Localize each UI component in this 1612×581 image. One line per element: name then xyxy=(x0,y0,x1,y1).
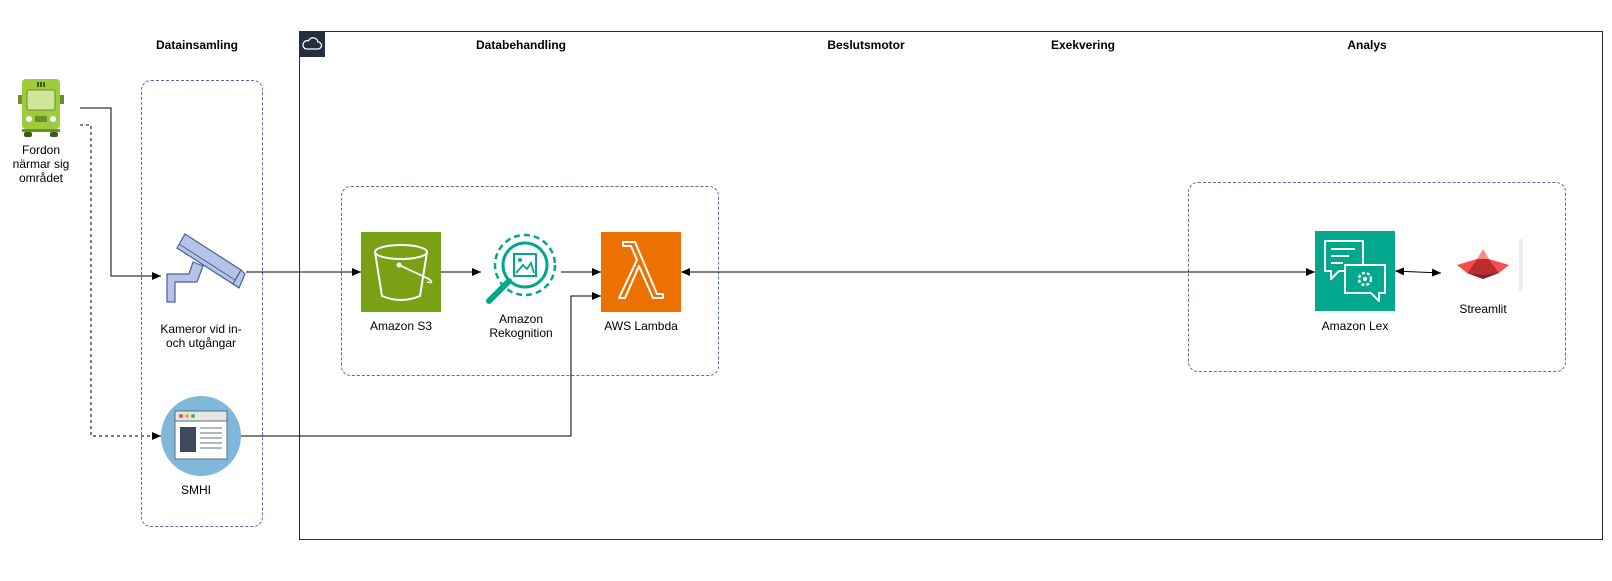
analys-group xyxy=(1188,182,1566,372)
truck-icon xyxy=(18,79,64,137)
header-exekvering: Exekvering xyxy=(1050,38,1116,52)
rekognition-magnifier-icon xyxy=(481,231,561,311)
streamlit-logo-icon xyxy=(1443,239,1523,291)
smhi-label: SMHI xyxy=(181,483,211,497)
s3-bucket-icon xyxy=(361,232,441,312)
lex-chat-icon xyxy=(1315,231,1395,311)
edge-smhi-lambda xyxy=(241,292,601,437)
lex-label: Amazon Lex xyxy=(1321,319,1389,333)
header-databehandling: Databehandling xyxy=(475,38,567,52)
edge-vehicle-camera xyxy=(80,107,161,280)
security-camera-icon xyxy=(163,230,247,314)
camera-label: Kameror vid in- och utgångar xyxy=(160,322,242,350)
edge-vehicle-smhi xyxy=(80,124,161,440)
aws-cloud-container xyxy=(299,31,1603,540)
header-analys: Analys xyxy=(1347,38,1387,52)
s3-label: Amazon S3 xyxy=(369,319,433,333)
browser-window-icon xyxy=(161,396,241,476)
vehicle-label: Fordon närmar sig området xyxy=(12,143,70,185)
streamlit-label: Streamlit xyxy=(1459,302,1507,316)
edge-lex-streamlit xyxy=(1394,267,1442,277)
header-datainsamling: Datainsamling xyxy=(155,38,239,52)
lambda-icon xyxy=(601,232,681,312)
datainsamling-group xyxy=(141,80,263,527)
rekognition-label: Amazon Rekognition xyxy=(489,312,553,340)
lambda-label: AWS Lambda xyxy=(604,319,678,333)
header-beslutsmotor: Beslutsmotor xyxy=(827,38,905,52)
databehandling-group xyxy=(341,186,719,376)
cloud-icon xyxy=(299,31,325,57)
